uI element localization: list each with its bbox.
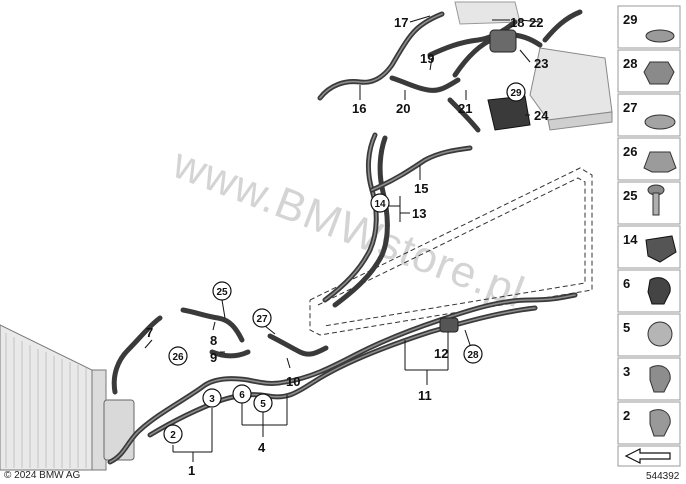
callout-4: 4 [258,440,266,455]
clip-nut-icon [645,29,675,43]
spring-clamp-icon [649,365,671,393]
callout-17: 17 [394,15,408,30]
clip-holder-icon [643,151,677,173]
copyright-text: © 2024 BMW AG [4,470,81,481]
part-sidebar: 29 28 27 26 25 14 6 5 3 [617,5,681,467]
callout-8: 8 [210,333,217,348]
callout-5: 5 [260,399,266,410]
sidebar-label-14: 14 [623,232,638,247]
underbody-dashed-outline [309,167,593,336]
flange-nut-icon [644,114,676,130]
sidebar-label-6: 6 [623,276,630,291]
callout-labels: 1 4 7 8 9 10 11 12 13 15 16 17 18 19 20 … [146,15,549,478]
callout-12: 12 [434,346,448,361]
leader-lines [144,15,541,462]
sleeve-icon [647,321,673,347]
callout-28: 28 [467,350,479,361]
callout-29: 29 [510,88,522,99]
callout-14: 14 [374,199,386,210]
battery-housing [454,1,613,131]
callout-26: 26 [172,352,184,363]
sidebar-label-5: 5 [623,320,630,335]
sidebar-label-3: 3 [623,364,630,379]
callout-27: 27 [256,314,268,325]
sidebar-label-26: 26 [623,144,637,159]
callout-21: 21 [458,101,472,116]
sidebar-label-28: 28 [623,56,637,71]
sidebar-label-2: 2 [623,408,630,423]
callout-6: 6 [239,390,245,401]
callout-1: 1 [188,463,195,478]
callout-24: 24 [534,108,549,123]
callout-11: 11 [418,388,432,403]
callout-19: 19 [420,51,434,66]
circled-callouts: 2 3 5 6 14 25 26 27 28 29 [163,82,526,444]
components [439,29,531,333]
screw-icon [647,184,665,216]
callout-18: 18 [510,15,524,30]
radiator [0,324,135,471]
callout-7: 7 [146,325,153,340]
callout-23: 23 [534,56,548,71]
callout-13: 13 [412,206,426,221]
small-clamp-icon [649,409,671,437]
diagram-number: 544392 [646,471,680,482]
callout-9: 9 [210,350,217,365]
sidebar-label-27: 27 [623,100,637,115]
sidebar-label-29: 29 [623,12,637,27]
hose-clamp-icon [647,277,671,305]
callout-2: 2 [170,430,176,441]
callout-20: 20 [396,101,410,116]
callout-25: 25 [216,287,228,298]
callout-3: 3 [209,394,215,405]
sidebar-label-25: 25 [623,188,637,203]
callout-10: 10 [286,374,300,389]
pipe-holder-icon [645,235,677,263]
direction-arrow-icon [624,448,671,464]
hex-nut-icon [643,61,675,85]
callout-15: 15 [414,181,428,196]
callout-16: 16 [352,101,366,116]
callout-22: 22 [529,15,543,30]
